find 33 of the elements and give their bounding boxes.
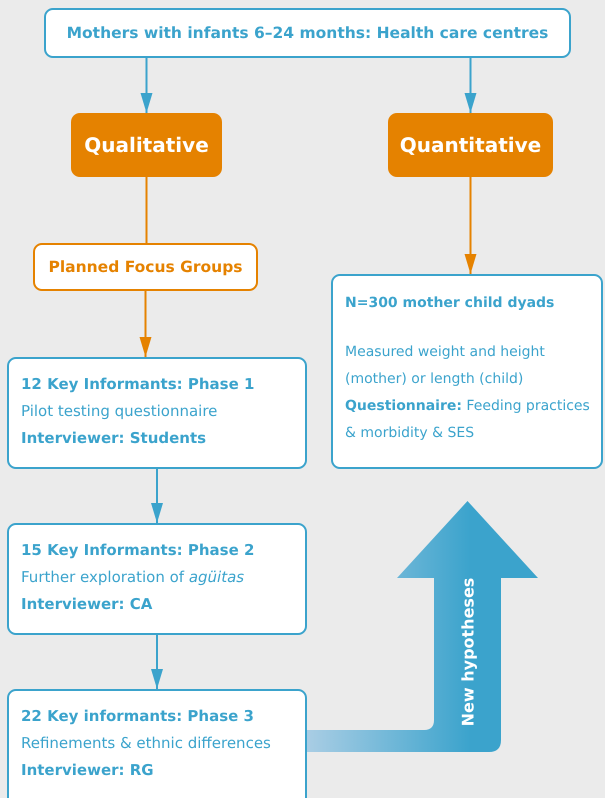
box-label: Mothers with infants 6–24 months: Health care centres <box>66 24 548 42</box>
info-box <box>331 274 603 469</box>
method-box <box>71 113 222 177</box>
arrow <box>307 501 538 752</box>
box-heading: 15 Key Informants: Phase 2 <box>21 540 256 561</box>
box-heading: N=300 mother child dyads <box>345 294 556 313</box>
box-label: Planned Focus Groups <box>48 258 243 276</box>
box-text: Refinements & ethnic differences <box>21 733 272 754</box>
arrow <box>151 469 163 523</box>
box-heading: 12 Key Informants: Phase 1 <box>21 374 256 395</box>
box-text: Interviewer: CA <box>21 594 154 615</box>
phase-box <box>7 523 307 635</box>
arrow <box>151 635 163 689</box>
phase-box <box>7 357 307 469</box>
connector-line <box>146 177 148 243</box>
phase-box <box>7 689 307 798</box>
arrow <box>140 58 152 113</box>
box-text: Questionnaire: Feeding practices & morbidity & SES <box>345 397 591 443</box>
arrow <box>464 177 476 274</box>
edge-label: New hypotheses <box>458 578 477 726</box>
box-text: Pilot testing questionnaire <box>21 401 218 422</box>
method-box <box>388 113 553 177</box>
box-text: Interviewer: RG <box>21 760 155 781</box>
box-text: Further exploration of agüitas <box>21 567 246 588</box>
box-text: Measured weight and height (mother) or length (child) <box>345 343 546 389</box>
box-label: Quantitative <box>400 133 542 157</box>
box-text: Interviewer: Students <box>21 428 208 449</box>
arrow <box>464 58 476 113</box>
box-label: Qualitative <box>84 133 209 157</box>
step-box <box>33 243 258 291</box>
arrow <box>140 291 152 357</box>
box-heading: 22 Key informants: Phase 3 <box>21 706 255 727</box>
population-box <box>44 8 571 58</box>
